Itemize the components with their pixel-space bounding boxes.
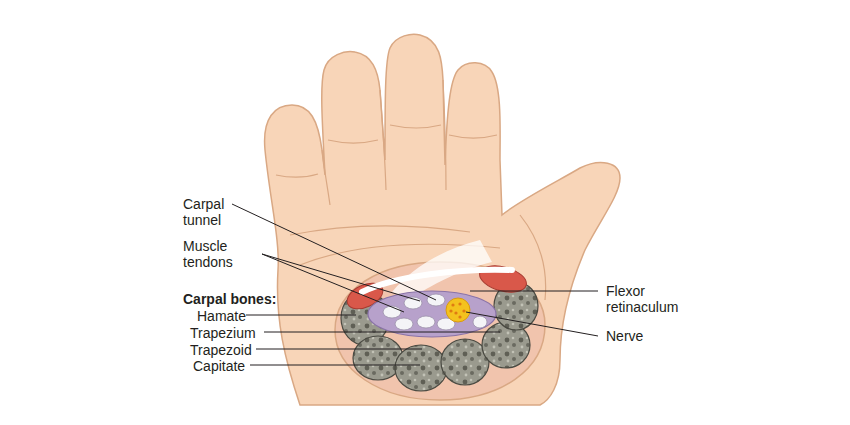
fascicle bbox=[454, 311, 457, 314]
part-label: Carpal tunnel bbox=[183, 196, 245, 228]
palm-crease bbox=[290, 226, 470, 235]
tendon bbox=[395, 318, 413, 330]
part-label: Trapezium bbox=[190, 325, 280, 341]
finger-crease bbox=[328, 140, 378, 143]
leader-line bbox=[262, 254, 420, 301]
part-label: Trapezoid bbox=[190, 342, 280, 358]
part-label: Nerve bbox=[606, 328, 686, 344]
finger-crease bbox=[276, 174, 318, 177]
leader-line bbox=[262, 254, 404, 312]
leader-line bbox=[466, 312, 598, 336]
median-nerve bbox=[446, 298, 470, 322]
leader-line bbox=[256, 349, 422, 350]
finger-crease bbox=[390, 125, 441, 128]
wrist-section bbox=[335, 262, 545, 400]
finger-crease bbox=[449, 135, 497, 138]
part-label: Muscle tendons bbox=[183, 238, 253, 270]
leader-lines bbox=[232, 204, 598, 365]
leader-line bbox=[246, 315, 356, 316]
fascicle bbox=[462, 309, 465, 312]
part-label: Capitate bbox=[193, 358, 273, 374]
part-label: Carpal bones: bbox=[183, 291, 303, 307]
leader-line bbox=[264, 332, 500, 333]
bone bbox=[395, 345, 447, 391]
part-label: Hamate bbox=[197, 308, 277, 324]
leader-line bbox=[470, 291, 598, 292]
fascicle bbox=[449, 309, 452, 312]
fascicle bbox=[458, 302, 461, 305]
finger-gap bbox=[380, 90, 386, 190]
finger-gap bbox=[322, 150, 330, 205]
fascicle bbox=[458, 315, 461, 318]
nerve-fascicles bbox=[449, 302, 465, 318]
leader-line bbox=[250, 365, 420, 366]
retinaculum-band bbox=[362, 270, 512, 292]
finger-gap bbox=[443, 80, 446, 190]
tendon bbox=[473, 316, 487, 328]
fascicle bbox=[451, 303, 454, 306]
tendon bbox=[417, 316, 435, 328]
part-label: Flexor retinaculum bbox=[606, 283, 701, 315]
leader-line bbox=[232, 204, 436, 300]
tendon bbox=[383, 306, 401, 318]
